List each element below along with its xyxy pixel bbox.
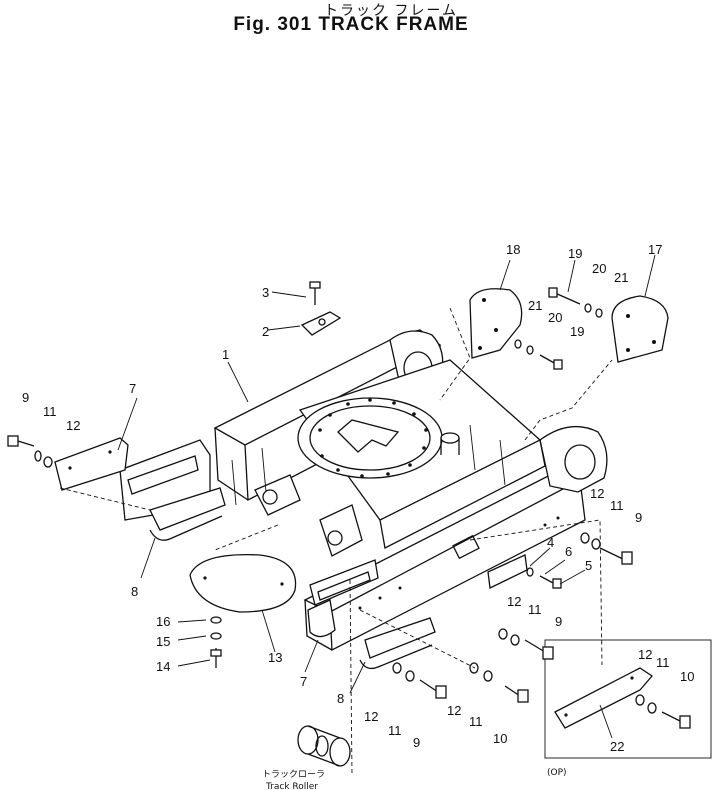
bolt-14-washers (210, 616, 222, 668)
bracket-18 (469, 288, 523, 359)
callout-9-mid: 9 (555, 614, 562, 629)
callout-22: 22 (610, 739, 624, 754)
callout-2: 2 (262, 324, 269, 339)
callout-7-lower: 7 (300, 674, 307, 689)
caption-option: (OP) (547, 768, 567, 778)
callout-3: 3 (262, 285, 269, 300)
callout-9-lower: 9 (413, 735, 420, 750)
bolt-9-mid (498, 628, 554, 660)
callout-21-right: 21 (614, 270, 628, 285)
callout-7-upper: 7 (129, 381, 136, 396)
callout-12-right: 12 (590, 486, 604, 501)
bracket-17 (611, 295, 669, 363)
bolts-19-20-21 (514, 287, 603, 370)
bolt-5-washer-6 (526, 567, 562, 589)
callout-18: 18 (506, 242, 520, 257)
callout-10-lower: 10 (493, 731, 507, 746)
callout-11-lower-a: 11 (388, 723, 402, 738)
cover-plate-13 (189, 554, 297, 613)
callout-16: 16 (156, 614, 170, 629)
callout-8-right: 8 (337, 691, 344, 706)
track-roller-icon (297, 725, 351, 767)
front-guard-lower-left (149, 487, 226, 541)
callout-20-lower: 20 (548, 310, 562, 325)
callout-11-op: 11 (656, 655, 670, 670)
bracket-2 (300, 311, 342, 336)
callout-10-op: 10 (680, 669, 694, 684)
callout-11-lower-b: 11 (469, 714, 483, 729)
callout-20-upper: 20 (592, 261, 606, 276)
callout-5: 5 (585, 558, 592, 573)
callout-17: 17 (648, 242, 662, 257)
caption-track-roller: Track Roller (265, 782, 318, 790)
bolt-3 (309, 281, 321, 305)
callout-19-lower: 19 (570, 324, 584, 339)
callout-8-left: 8 (131, 584, 138, 599)
figure-title-japanese: トラック フレーム (323, 3, 459, 19)
caption-track-roller-jp: トラックローラ (262, 769, 325, 780)
callout-9-right: 9 (635, 510, 642, 525)
bolt-9-left (7, 435, 53, 468)
callout-4: 4 (547, 535, 554, 550)
bolt-9-right (580, 532, 633, 565)
callout-19-upper: 19 (568, 246, 582, 261)
leader-lines (59, 254, 656, 776)
callout-12-mid: 12 (507, 594, 521, 609)
figure-title: Fig. 301 TRACK FRAME (233, 14, 469, 35)
callout-6: 6 (565, 544, 572, 559)
callout-11-left: 11 (43, 404, 57, 419)
bolt-10-op (635, 694, 691, 729)
guard-lower-right (359, 617, 436, 670)
callout-12-lower-a: 12 (364, 709, 378, 724)
callout-12-op: 12 (638, 647, 652, 662)
callout-11-right: 11 (610, 498, 624, 513)
callout-14: 14 (156, 659, 170, 674)
callout-labels: 1 2 3 4 5 6 7 7 8 8 9 9 9 9 10 10 11 11 … (22, 242, 694, 754)
bolt-10-lower (469, 662, 529, 703)
guard-22 (544, 639, 712, 759)
callout-13: 13 (268, 650, 282, 665)
callout-1: 1 (222, 347, 229, 362)
bolt-9-lower (392, 662, 447, 699)
callout-12-left: 12 (66, 418, 80, 433)
callout-21-left: 21 (528, 298, 542, 313)
callout-15: 15 (156, 634, 170, 649)
callout-9-left: 9 (22, 390, 29, 405)
callout-11-mid: 11 (528, 602, 542, 617)
front-guard-right (307, 559, 379, 638)
callout-12-lower-b: 12 (447, 703, 461, 718)
